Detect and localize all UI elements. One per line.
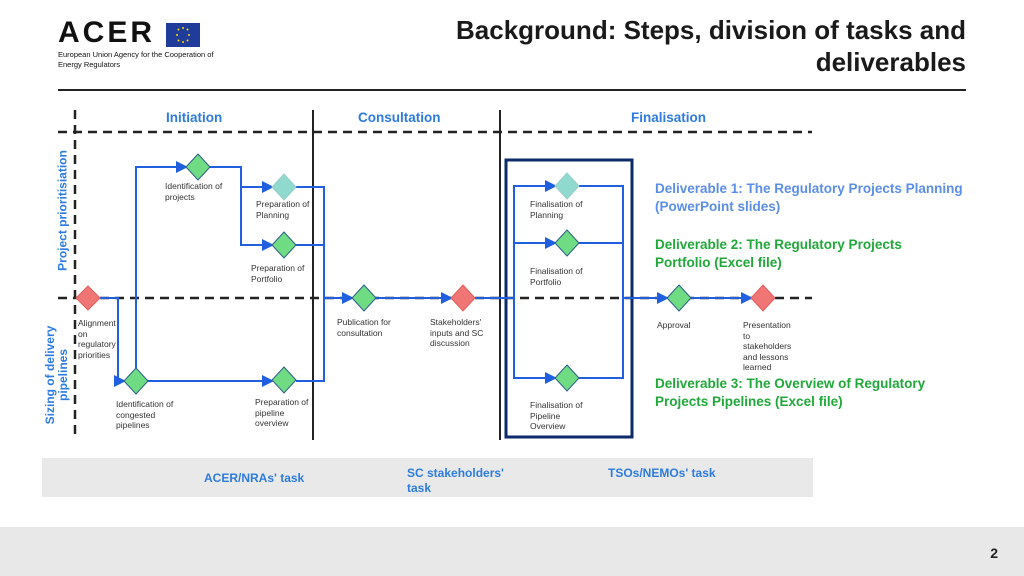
footer-band [0, 527, 1024, 576]
step-label: Preparation of pipeline overview [255, 397, 309, 428]
green-diamond-icon [123, 367, 149, 395]
green-diamond-icon [666, 284, 692, 312]
green-diamond-icon [185, 153, 211, 181]
eu-flag-icon [166, 23, 200, 47]
green-diamond-icon [554, 229, 580, 257]
phase-initiation: Initiation [166, 110, 223, 125]
deliverable-2: Deliverable 2: The Regulatory Projects P… [655, 237, 902, 270]
deliverable-3: Deliverable 3: The Overview of Regulator… [655, 376, 926, 409]
legend-acer-label: ACER/NRAs' task [204, 471, 305, 485]
step-label: Publication for consultation [337, 317, 391, 338]
step-label: Finalisation of Portfolio [530, 266, 583, 287]
step-label: Identification of congested pipelines [116, 399, 174, 430]
green-diamond-icon [351, 284, 377, 312]
page-number: 2 [990, 545, 998, 561]
teal-diamond-icon [271, 173, 297, 201]
teal-diamond-icon [554, 172, 580, 200]
green-diamond-icon [271, 231, 297, 259]
slide-title: Background: Steps, division of tasks and… [456, 15, 966, 77]
step-label: Stakeholders' inputs and SC discussion [430, 317, 484, 348]
red-diamond-icon [450, 284, 476, 312]
flow-lines [100, 161, 753, 387]
logo-subtitle: European Union Agency for the Cooperatio… [58, 50, 214, 69]
green-diamond-icon [554, 364, 580, 392]
step-label: Preparation of Planning [256, 199, 310, 220]
step-label: Alignment on regulatory priorities [78, 318, 116, 360]
phase-consultation: Consultation [358, 110, 441, 125]
deliverable-1: Deliverable 1: The Regulatory Projects P… [655, 181, 963, 214]
step-label: Identification of projects [165, 181, 223, 202]
legend [42, 458, 813, 497]
step-label: Presentation to stakeholders and lessons… [743, 320, 792, 372]
row-label-prioritisation: Project prioritisiation [55, 150, 70, 271]
step-label: Finalisation of Planning [530, 199, 583, 220]
acer-logo: ACER [58, 16, 156, 49]
green-diamond-icon [271, 366, 297, 394]
phase-finalisation: Finalisation [631, 110, 707, 125]
legend-sc-label: SC stakeholders' task [407, 466, 504, 495]
step-label: Approval [657, 320, 691, 330]
step-label: Finalisation of Pipeline Overview [530, 400, 583, 431]
row-label-sizing: Sizing of delivery pipelines [43, 325, 70, 425]
red-diamond-icon [75, 285, 101, 311]
legend-tso-label: TSOs/NEMOs' task [608, 466, 716, 480]
step-label: Preparation of Portfolio [251, 263, 305, 284]
red-diamond-icon [750, 284, 776, 312]
